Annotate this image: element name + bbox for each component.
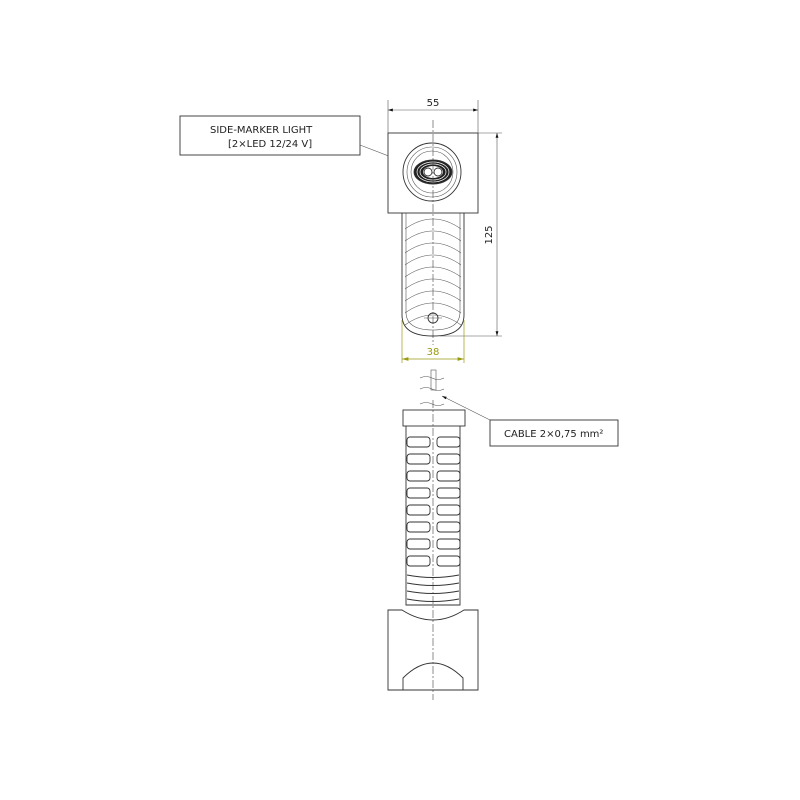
slot-right: [436, 453, 461, 465]
slot-right: [436, 470, 461, 482]
dim-38-label: 38: [427, 347, 440, 358]
light-label: SIDE-MARKER LIGHT: [210, 125, 313, 136]
slot-left: [406, 436, 431, 448]
slot-left: [406, 487, 431, 499]
slot-left: [406, 555, 431, 567]
light-spec-label: [2×LED 12/24 V]: [228, 139, 312, 150]
body-slots: [406, 436, 461, 602]
slot-left: [406, 538, 431, 550]
slot-left: [406, 453, 431, 465]
slot-right: [436, 436, 461, 448]
dimension-height-125: 125: [440, 132, 502, 337]
slot-left: [406, 470, 431, 482]
slot-right: [436, 504, 461, 516]
rib-arc: [404, 314, 462, 326]
slot-right: [436, 487, 461, 499]
cable-callout: CABLE 2×0,75 mm²: [441, 395, 619, 447]
rib-arc: [404, 230, 462, 242]
rib-lower: [406, 574, 460, 578]
rib-arc: [404, 254, 462, 266]
slot-left: [406, 504, 431, 516]
side-view-lamp: [387, 369, 479, 700]
dimension-width-38: 38: [401, 320, 465, 363]
slot-right: [436, 521, 461, 533]
slot-right: [436, 538, 461, 550]
cable-label: CABLE 2×0,75 mm²: [504, 429, 603, 440]
slot-right: [436, 555, 461, 567]
dim-125-label: 125: [484, 225, 495, 244]
top-view-lamp: [387, 120, 479, 345]
slot-left: [406, 521, 431, 533]
dimension-width-55: 55: [387, 98, 479, 133]
dim-55-label: 55: [427, 98, 440, 109]
